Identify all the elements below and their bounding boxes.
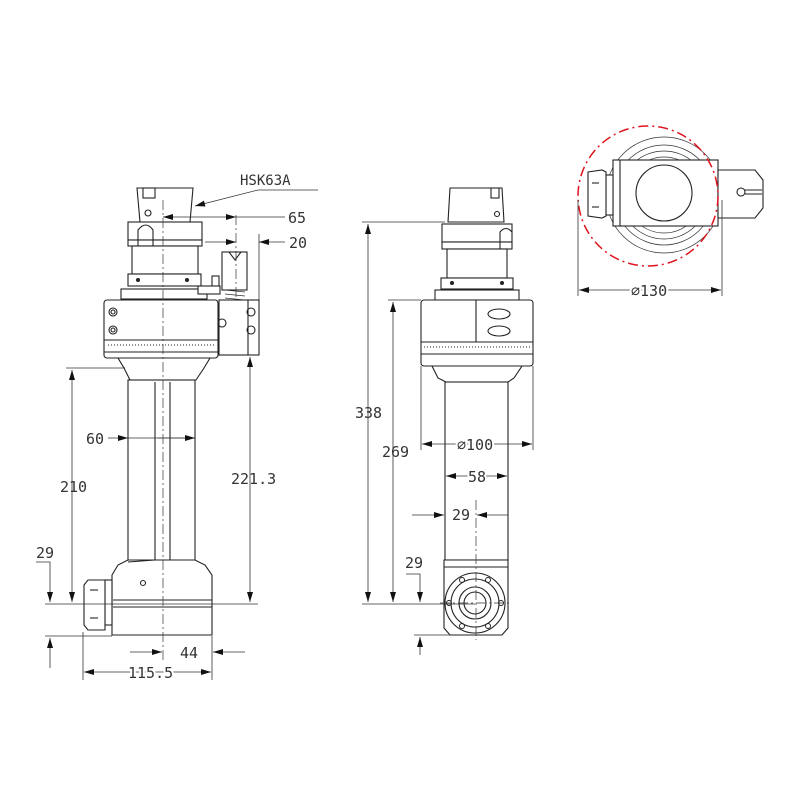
dim-115-5: 115.5 [128, 664, 173, 682]
dim-338: 338 [355, 404, 382, 422]
hsk-key [142, 187, 156, 199]
top-view: ∅130 [577, 125, 764, 302]
top-collet [587, 169, 607, 219]
dim-29-side: 29 [36, 544, 54, 562]
dim-20: 20 [289, 234, 307, 252]
side-view: HSK63A 65 20 60 210 221.3 29 44 115.5 [36, 173, 318, 684]
swing-circle [577, 125, 719, 267]
main-housing-front [420, 299, 534, 367]
dim-29-front-horizontal: 29 [452, 506, 470, 524]
dim-44: 44 [180, 644, 198, 662]
front-view: 338 269 ∅100 58 29 29 [355, 187, 534, 655]
dim-60: 60 [86, 430, 104, 448]
dim-dia-100: ∅100 [457, 436, 493, 454]
dim-65: 65 [288, 209, 306, 227]
side-block [218, 299, 260, 356]
dim-269: 269 [382, 443, 409, 461]
dim-dia-130: ∅130 [631, 282, 667, 300]
hsk-label: HSK63A [240, 173, 291, 189]
dim-210: 210 [60, 478, 87, 496]
main-housing [103, 299, 219, 359]
dim-58: 58 [468, 468, 486, 486]
dim-29-front-vertical: 29 [405, 554, 423, 572]
column [127, 379, 196, 566]
top-tab [717, 169, 764, 219]
collet-nut [83, 579, 106, 631]
dim-221-3: 221.3 [231, 470, 276, 488]
